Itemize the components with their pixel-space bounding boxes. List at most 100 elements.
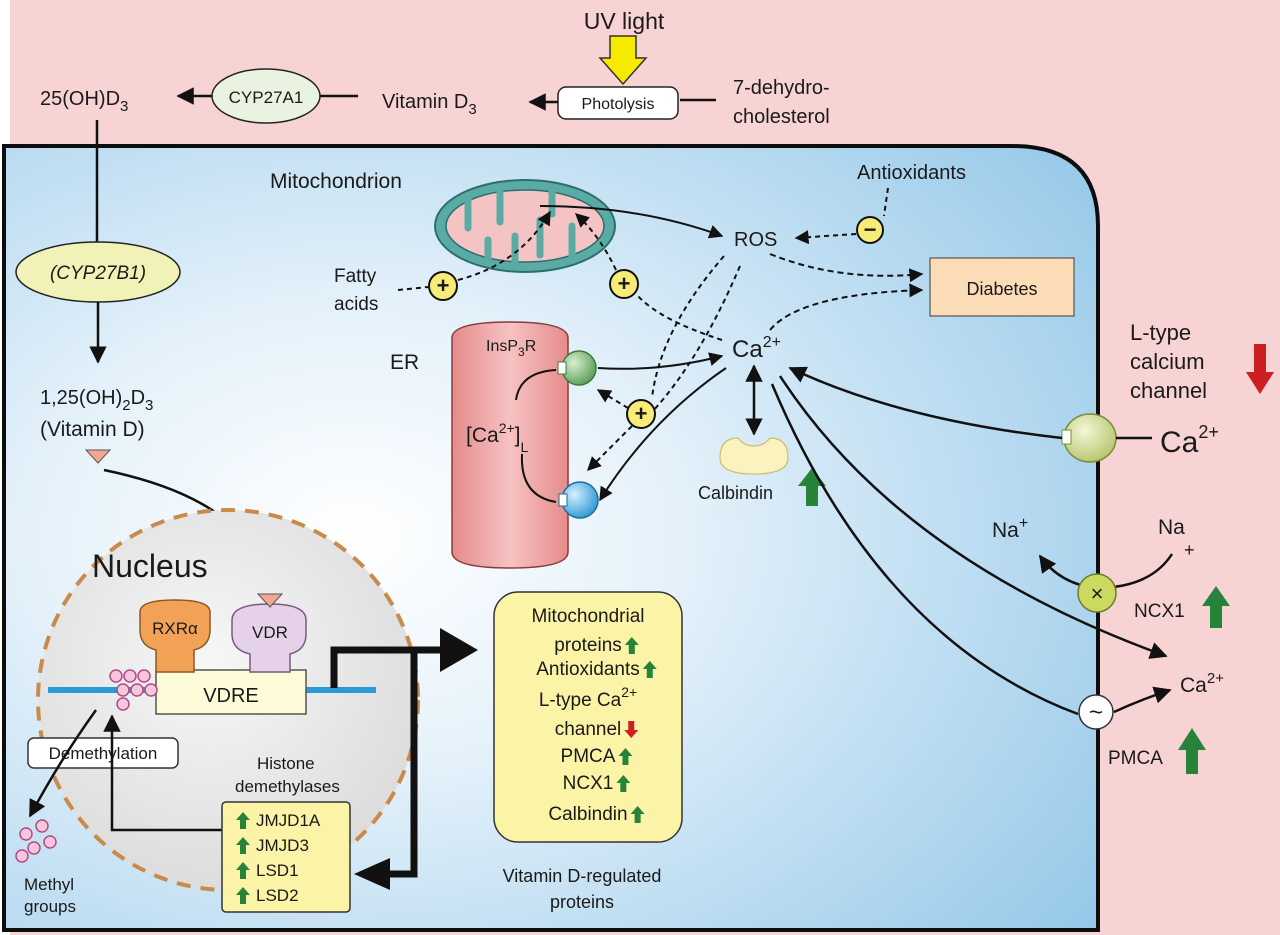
regulated-protein-item: Calbindin — [548, 804, 627, 825]
antioxidants-to-ros-arrow — [794, 230, 857, 245]
insp3r-pore — [557, 361, 567, 375]
ncx1-up-arrow — [1202, 586, 1230, 628]
transcription-to-demethylases-arrowhead — [354, 858, 390, 890]
vitamin-d-ligand-triangle — [84, 449, 112, 464]
up-regulation-arrow — [630, 806, 645, 823]
histone-label-2: demethylases — [235, 777, 340, 796]
ros-to-er-dash-1 — [651, 255, 725, 399]
ros-label: ROS — [734, 229, 777, 251]
vdr-bound-vitamin-d — [256, 593, 284, 608]
pmca-label: PMCA — [1108, 748, 1163, 769]
demethylation-label: Demethylation — [49, 744, 158, 763]
regulated-protein-item: proteins — [554, 635, 622, 656]
demethylase-up-arrow — [236, 862, 250, 879]
fatty-acids-label-1: Fatty — [334, 266, 377, 287]
vdre-label: VDRE — [203, 685, 259, 707]
regulated-proteins-list: MitochondrialproteinsAntioxidantsL-type … — [532, 606, 657, 825]
ca-to-pmca-line — [770, 383, 1079, 716]
insp3r-to-ca-arrow — [597, 352, 724, 370]
ros-to-er-dash-2 — [651, 265, 741, 413]
antioxidants-dash — [883, 187, 889, 217]
endoplasmic-reticulum — [451, 321, 569, 569]
demethylases-box — [221, 801, 351, 913]
plus-to-serca-arrow — [587, 425, 633, 471]
methyl-groups-on-dna — [109, 669, 158, 711]
calcitriol-label-2: (Vitamin D) — [40, 418, 145, 441]
mitochondrion-label: Mitochondrion — [270, 170, 402, 193]
regulated-protein-item: PMCA — [561, 746, 616, 767]
up-regulation-arrow — [624, 637, 639, 654]
regulated-protein-item: channel — [555, 719, 622, 740]
calbindin-shape — [719, 437, 789, 475]
regulated-proteins-box — [493, 591, 683, 843]
histone-label-1: Histone — [257, 754, 315, 773]
rxr-label: RXRα — [152, 619, 198, 638]
ca-to-serca-arrow — [599, 367, 727, 502]
mito-to-ros-arrow — [539, 205, 724, 239]
l-type-label-2: calcium — [1130, 349, 1205, 374]
regulated-protein-item: Mitochondrial — [532, 606, 645, 627]
demethylase-item: JMJD1A — [256, 811, 321, 830]
methyl-groups-label-2: groups — [24, 897, 76, 916]
uv-light-label: UV light — [584, 8, 665, 34]
transcription-to-proteins-arrowhead — [440, 628, 478, 672]
dehydrocholesterol-label-2: cholesterol — [733, 106, 830, 128]
antioxidants-label: Antioxidants — [857, 162, 966, 184]
calbindin-label: Calbindin — [698, 483, 773, 503]
diabetes-box — [929, 257, 1075, 317]
diabetes-label: Diabetes — [966, 279, 1037, 299]
plus-symbol: + — [618, 271, 631, 296]
extracellular-sodium-label: Na — [1158, 516, 1185, 539]
demethylase-up-arrow — [236, 837, 250, 854]
up-regulation-arrow — [618, 748, 633, 765]
up-regulation-arrow — [642, 661, 657, 678]
rxr-receptor — [139, 599, 211, 673]
pmca-pump — [1078, 694, 1114, 730]
ncx1-label: NCX1 — [1134, 601, 1185, 622]
extracellular-calcium-label: Ca2+ — [1160, 422, 1219, 459]
25ohd3-label: 25(OH)D3 — [40, 88, 128, 115]
vitamin-d3-label: Vitamin D3 — [382, 91, 477, 118]
exchanger-glyph: × — [1091, 581, 1104, 606]
minus-symbol: − — [864, 217, 877, 242]
ros-to-diabetes-arrow — [769, 253, 924, 283]
demethylase-item: LSD2 — [256, 886, 299, 905]
regulated-caption-1: Vitamin D-regulated — [503, 866, 662, 886]
vdr-receptor — [231, 603, 307, 673]
mitochondrion-cristae — [464, 186, 576, 266]
regulated-protein-item: L-type Ca2+ — [539, 684, 637, 711]
plus-to-insp3r-arrow — [596, 389, 629, 409]
ca-mito-plus-badge — [609, 269, 639, 299]
calcitriol-label: 1,25(OH)2D3 — [40, 387, 153, 414]
cytosolic-calcium-label: Ca2+ — [732, 334, 781, 363]
insp3r-channel — [561, 350, 597, 386]
plus-to-mito-arrow — [574, 213, 617, 271]
er-ca-to-serca-line — [520, 453, 557, 503]
up-regulation-arrow — [616, 775, 631, 792]
extracellular-sodium-sup: + — [1184, 540, 1195, 560]
pmca-calcium-label: Ca2+ — [1180, 670, 1224, 697]
photolysis-label: Photolysis — [582, 96, 655, 113]
fatty-acids-label-2: acids — [334, 294, 378, 315]
demethylation-release-arrow — [28, 709, 98, 818]
l-type-down-arrow — [1246, 344, 1274, 394]
ncx1-exchanger — [1077, 573, 1117, 613]
demethylase-up-arrow — [236, 812, 250, 829]
antioxidants-minus-badge — [856, 216, 884, 244]
fatty-acids-plus-badge — [428, 271, 458, 301]
plus-symbol: + — [437, 273, 450, 298]
dehydrocholesterol-label-1: 7-dehydro- — [733, 77, 830, 99]
l-type-to-ca-arrow — [788, 366, 1063, 440]
l-type-label-1: L-type — [1130, 320, 1191, 345]
pump-glyph: ~ — [1089, 699, 1103, 726]
pmca-up-arrow — [1178, 728, 1206, 774]
ca-to-mito-dash — [637, 295, 723, 341]
cyp27b1-label: (CYP27B1) — [50, 263, 146, 284]
l-type-calcium-channel — [1063, 413, 1117, 463]
fatty-acids-to-mito-arrow — [457, 210, 551, 281]
methyl-groups-label-1: Methyl — [24, 875, 74, 894]
demethylase-up-arrow — [236, 887, 250, 904]
down-regulation-arrow — [624, 721, 639, 738]
